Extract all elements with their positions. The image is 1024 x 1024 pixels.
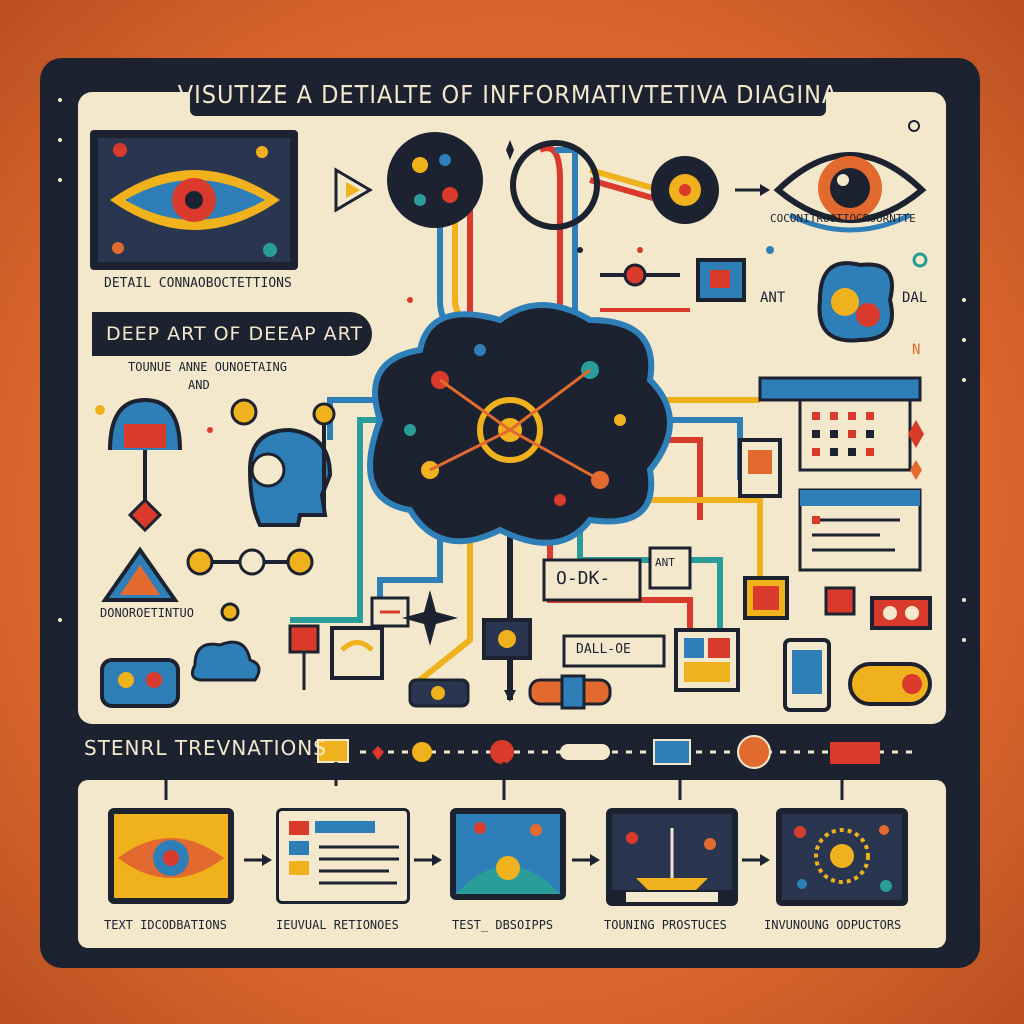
toggle-pill-icon (848, 662, 932, 706)
tuning-label-line2: AND (188, 378, 210, 392)
ant-small-box (648, 546, 692, 590)
plug-connector-icon (528, 674, 612, 710)
link-chain-box (330, 626, 384, 680)
photo-frame-icon (743, 576, 789, 620)
step-card-art (289, 821, 399, 885)
odk-label: O-DK- (556, 568, 611, 589)
timeline-strip (164, 735, 912, 800)
tuning-label-line1: TOUNUE ANNE OUNOETAING (128, 360, 287, 374)
step-card-art (114, 814, 228, 898)
brain-network-icon (367, 302, 673, 546)
dal-label: DAL (902, 290, 928, 306)
speech-cloud-icon (817, 261, 894, 343)
device-icon (738, 438, 782, 498)
code-tag-box (370, 596, 410, 628)
ant-small-label: ANT (655, 556, 675, 569)
detail-connections-label: DETAIL CONNAOBOCTETTIONS (104, 276, 292, 291)
section-title: STENRL TREVNATIONS (84, 736, 327, 760)
page-title: VISUTIZE A DETIALTE OF INFFORMATIVTETIVA… (177, 79, 839, 109)
ant-label: ANT (760, 290, 786, 306)
decorative-sparks (95, 120, 928, 480)
form-window (798, 488, 922, 572)
top-circuit-node-left (387, 132, 483, 228)
arrow-right-icon (735, 184, 770, 196)
step-card-4 (606, 808, 738, 906)
image-node-box (696, 258, 746, 302)
image-thumbnail-box (482, 618, 532, 660)
phone-screen-icon (783, 638, 831, 712)
sparkle-icon (402, 590, 458, 646)
step-card-art (612, 814, 732, 902)
red-square-icon (824, 586, 856, 616)
mosaic-box (674, 628, 740, 692)
dotted-border (58, 98, 966, 642)
odk-display-box (542, 558, 642, 602)
node-chain-icon (186, 548, 314, 622)
red-flag-icon (288, 624, 320, 690)
eye-icon (773, 152, 927, 233)
dall-label-box (562, 634, 666, 668)
top-circuit-node-right (510, 140, 600, 230)
deep-art-tag: DEEP ART OF DEEAP ART (92, 312, 372, 356)
spiral-tape-icon (408, 678, 470, 708)
human-head-icon (247, 427, 333, 527)
step-card-art (782, 814, 902, 900)
title-banner: VISUTIZE A DETIALTE OF INFFORMATIVTETIVA… (178, 72, 837, 116)
n-label: N (912, 342, 921, 358)
arrow-down-icon (504, 660, 516, 702)
robot-bot-icon (100, 658, 180, 708)
pyramid-icon (101, 546, 179, 602)
face-icon (230, 398, 258, 426)
headset-monitor-icon (108, 397, 182, 533)
step-label-4: TOUNING PROSTUCES (604, 918, 727, 932)
gear-hub-icon (651, 156, 719, 224)
play-triangle-icon (334, 167, 373, 213)
step-card-art (456, 814, 560, 894)
step-label-3: TEST_ DBSOIPPS (452, 918, 554, 932)
deep-art-label: DEEP ART OF DEEAP ART (106, 323, 364, 345)
step-card-2 (276, 808, 410, 904)
step-card-5 (776, 808, 908, 906)
step-label-5: INVUNOUNG ODPUCTORS (764, 918, 902, 932)
step-arrows (244, 854, 770, 866)
vertical-slider-icon (312, 402, 336, 510)
eye-caption-label: COCONITROOTIOGROORNTTE (770, 212, 916, 225)
step-label-1: TEXT IDCODBATIONS (104, 918, 227, 932)
step-card-3 (450, 808, 566, 900)
step-card-1 (108, 808, 234, 904)
slider-control-icon (600, 263, 690, 312)
dall-label: DALL-OE (576, 642, 631, 657)
camera-box-icon (870, 596, 932, 630)
pyramid-label: DONOROETINTUO (100, 606, 194, 620)
calendar-window (758, 376, 922, 472)
eye-artwork-card (90, 130, 298, 270)
step-label-2: IEUVUAL RETIONOES (276, 918, 399, 932)
cloud-icon (190, 640, 261, 682)
